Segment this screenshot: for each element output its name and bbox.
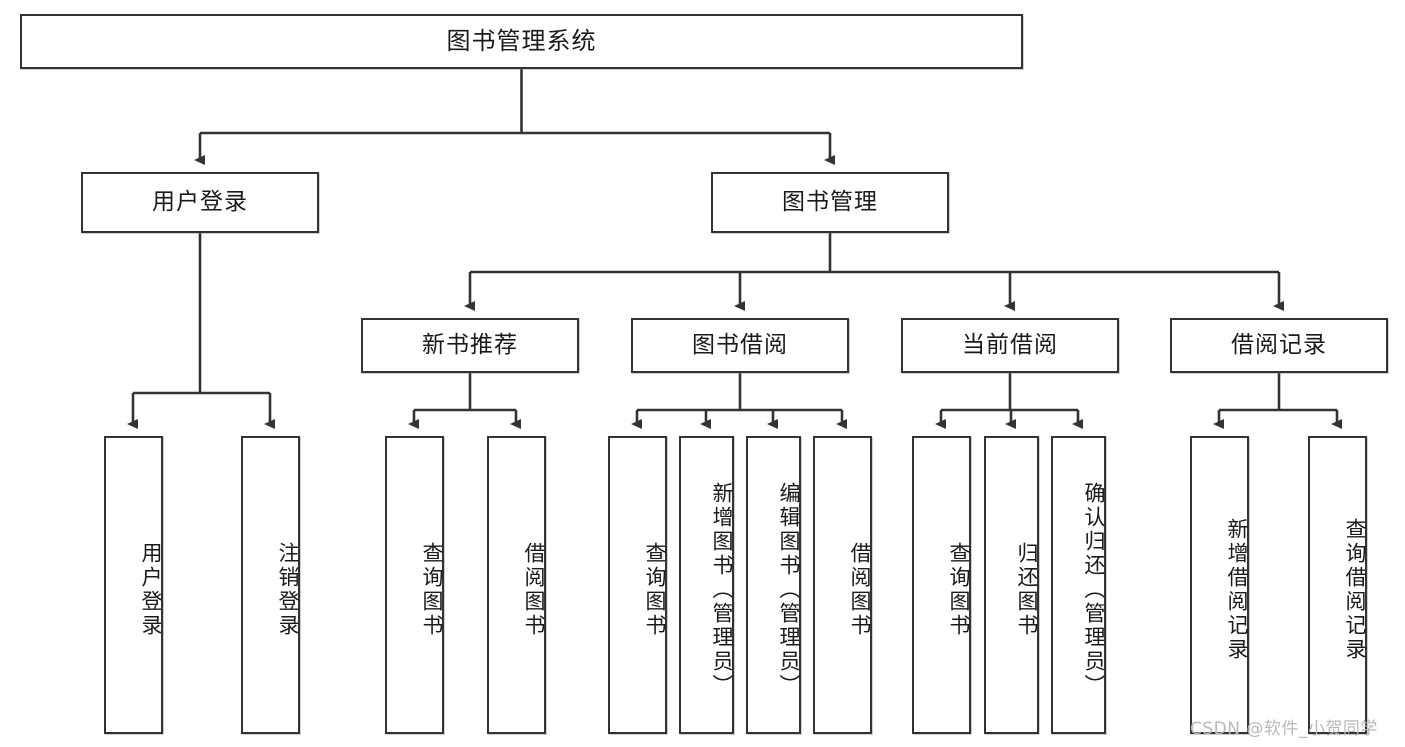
node-leaf-query-borrow-record[interactable]: 查询借阅记录: [1308, 436, 1367, 734]
node-leaf-add-book-admin[interactable]: 新增图书（管理员）: [679, 436, 734, 734]
node-leaf-user-login[interactable]: 用户登录: [104, 436, 163, 734]
node-leaf-logout[interactable]: 注销登录: [241, 436, 300, 734]
node-leaf-borrow-book-2[interactable]: 借阅图书: [813, 436, 872, 734]
node-leaf-query-book-2-label: 查询图书: [643, 542, 667, 638]
node-current-borrow-label: 当前借阅: [962, 331, 1058, 358]
node-leaf-borrow-book-1[interactable]: 借阅图书: [487, 436, 546, 734]
node-user-login-label: 用户登录: [152, 188, 248, 215]
node-leaf-logout-label: 注销登录: [276, 542, 300, 638]
node-book-borrow[interactable]: 图书借阅: [631, 318, 849, 373]
node-leaf-borrow-book-1-label: 借阅图书: [522, 542, 546, 638]
node-root-label: 图书管理系统: [446, 27, 597, 56]
node-leaf-user-login-label: 用户登录: [139, 542, 163, 638]
node-new-book-recommend[interactable]: 新书推荐: [361, 318, 579, 373]
node-leaf-confirm-return-admin[interactable]: 确认归还（管理员）: [1051, 436, 1106, 734]
node-leaf-edit-book-admin[interactable]: 编辑图书（管理员）: [746, 436, 801, 734]
node-book-manage[interactable]: 图书管理: [711, 172, 949, 233]
csdn-watermark: CSDN @软件_小贺同学: [1190, 719, 1378, 739]
node-leaf-edit-book-admin-label: 编辑图书（管理员）: [777, 482, 801, 698]
node-borrow-record-label: 借阅记录: [1231, 331, 1327, 358]
node-leaf-query-book-2[interactable]: 查询图书: [608, 436, 667, 734]
node-root[interactable]: 图书管理系统: [20, 14, 1023, 69]
node-book-manage-label: 图书管理: [782, 188, 878, 215]
node-leaf-query-book-3-label: 查询图书: [947, 542, 971, 638]
node-leaf-query-book-3[interactable]: 查询图书: [912, 436, 971, 734]
node-borrow-record[interactable]: 借阅记录: [1170, 318, 1388, 373]
node-leaf-query-borrow-record-label: 查询借阅记录: [1343, 518, 1367, 662]
node-leaf-query-book-1[interactable]: 查询图书: [385, 436, 444, 734]
node-leaf-add-borrow-record[interactable]: 新增借阅记录: [1190, 436, 1249, 734]
node-leaf-query-book-1-label: 查询图书: [420, 542, 444, 638]
node-new-book-recommend-label: 新书推荐: [422, 331, 518, 358]
node-book-borrow-label: 图书借阅: [692, 331, 788, 358]
node-current-borrow[interactable]: 当前借阅: [901, 318, 1119, 373]
node-leaf-add-book-admin-label: 新增图书（管理员）: [710, 482, 734, 698]
node-leaf-return-book-label: 归还图书: [1015, 542, 1039, 638]
node-leaf-borrow-book-2-label: 借阅图书: [848, 542, 872, 638]
node-user-login[interactable]: 用户登录: [81, 172, 319, 233]
node-leaf-confirm-return-admin-label: 确认归还（管理员）: [1082, 482, 1106, 698]
node-leaf-add-borrow-record-label: 新增借阅记录: [1225, 518, 1249, 662]
node-leaf-return-book[interactable]: 归还图书: [984, 436, 1039, 734]
